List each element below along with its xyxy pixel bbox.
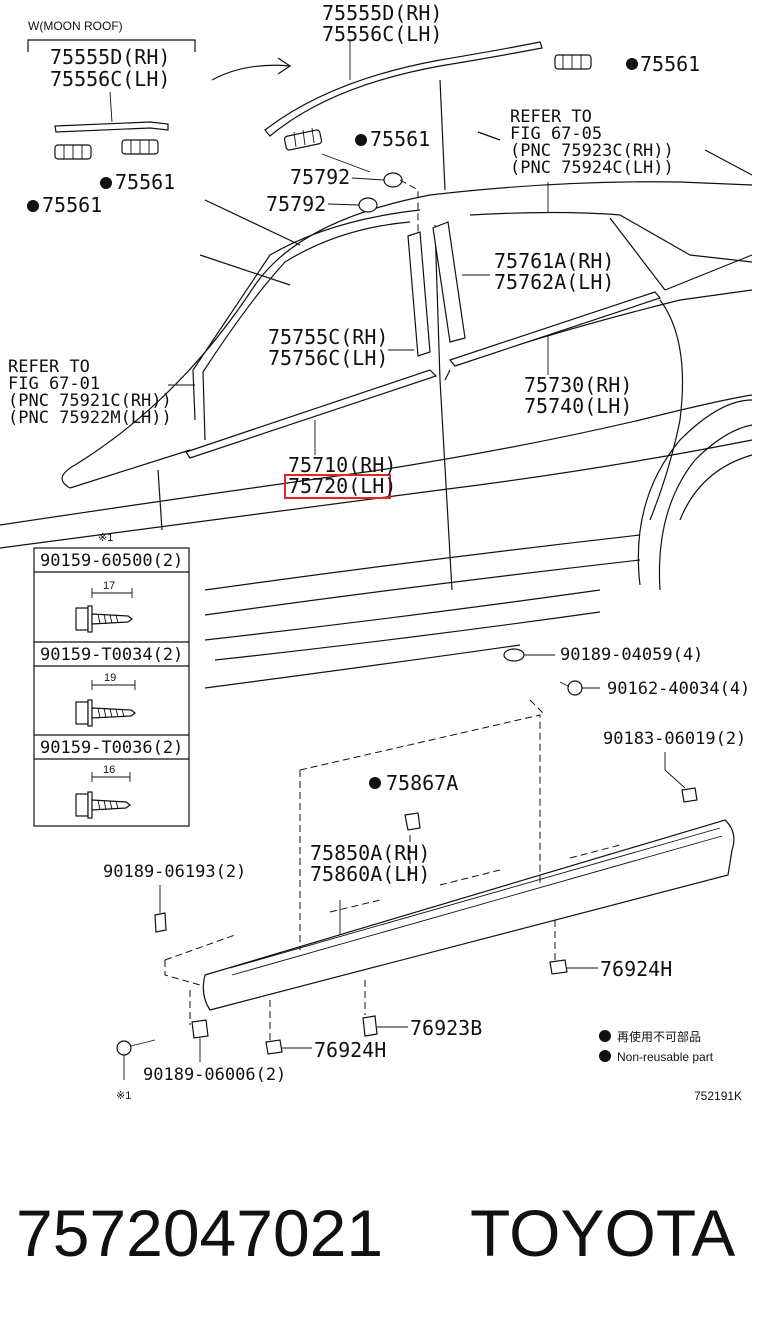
label-screw-90162-40034: 90162-40034(4) [607, 679, 750, 699]
front-belt-molding [185, 369, 438, 459]
screw-row-3-length: 16 [103, 764, 115, 776]
footer-part-number: 7572047021 [16, 1196, 383, 1270]
label-clip-90189-06193: 90189-06193(2) [103, 862, 246, 882]
label-refer-right-4: (PNC 75924C(LH)) [510, 158, 674, 178]
label-clip-75561-top: 75561 [640, 52, 700, 76]
screw-table [33, 547, 190, 827]
label-clip-76923B: 76923B [410, 1016, 482, 1040]
label-clip-75561-mid: 75561 [370, 127, 430, 151]
screw-row-2-part: 90159-T0034(2) [40, 645, 183, 665]
clip-76924H-left [265, 1039, 312, 1055]
legend-dot-jp [599, 1030, 611, 1042]
screw-row-3-part: 90159-T0036(2) [40, 738, 183, 758]
label-refer-right-3: (PNC 75923C(RH)) [510, 141, 674, 161]
label-screw-note-bottom: ※1 [116, 1090, 131, 1102]
clip-75792-b [327, 197, 378, 213]
screw-row-2-length: 19 [104, 672, 116, 684]
footer-brand: TOYOTA [470, 1196, 735, 1270]
highlight-box [284, 474, 391, 499]
label-clip-76924H-left: 76924H [314, 1038, 386, 1062]
label-rear-belt-rh: 75730(RH) [524, 373, 632, 397]
moonroof-bracket [27, 39, 196, 52]
label-clip-76924H-right: 76924H [600, 957, 672, 981]
label-clip-90189-06006: 90189-06006(2) [143, 1065, 286, 1085]
clip-75561-left1 [54, 144, 92, 160]
legend-dot-en [599, 1050, 611, 1062]
label-refer-left-1: REFER TO [8, 357, 90, 377]
rear-pillar-garnish [432, 221, 490, 343]
label-rear-pillar-lh: 75762A(LH) [494, 270, 614, 294]
screw-90162-40034 [559, 680, 600, 696]
label-roof-lh: 75556C(LH) [322, 22, 442, 46]
label-front-belt-lh: 75720(LH) [288, 474, 396, 498]
clip-76923B [362, 1015, 408, 1037]
label-clip-75867A: 75867A [386, 771, 458, 795]
label-roof-rh: 75555D(RH) [322, 1, 442, 25]
label-clip-90183-06019: 90183-06019(2) [603, 729, 746, 749]
label-clip-75792-a: 75792 [290, 165, 350, 189]
clip-90183-06019 [664, 752, 698, 803]
roof-molding [264, 40, 543, 137]
label-front-pillar-lh: 75756C(LH) [268, 346, 388, 370]
label-refer-left-3: (PNC 75921C(RH)) [8, 391, 172, 411]
label-rear-pillar-rh: 75761A(RH) [494, 249, 614, 273]
legend-en: Non-reusable part [617, 1050, 714, 1064]
label-refer-left-2: FIG 67-01 [8, 374, 100, 394]
front-pillar-garnish [388, 231, 431, 357]
legend-jp: 再使用不可部品 [617, 1029, 701, 1044]
screw-table-note: ※1 [98, 532, 113, 544]
clip-90189-06193 [154, 885, 167, 933]
label-clip-90189-04059: 90189-04059(4) [560, 645, 703, 665]
label-clip-75792-b: 75792 [266, 192, 326, 216]
screw-row-1-part: 90159-60500(2) [40, 551, 183, 571]
label-refer-right-1: REFER TO [510, 107, 592, 127]
moonroof-molding [54, 91, 169, 133]
label-refer-left-4: (PNC 75922M(LH)) [8, 408, 172, 428]
clip-75867A [369, 777, 421, 831]
label-front-pillar-rh: 75755C(RH) [268, 325, 388, 349]
clip-75561-left2 [27, 139, 159, 212]
label-clip-75561-left1: 75561 [115, 170, 175, 194]
arrow-head [277, 57, 292, 75]
clip-75792-a [351, 172, 419, 232]
rear-belt-molding [448, 291, 662, 375]
arrow-curve [211, 64, 291, 81]
car-body-outline [0, 79, 753, 689]
label-front-belt-rh: 75710(RH) [288, 453, 396, 477]
clip-90189-06006 [191, 1019, 209, 1062]
screw-row-3 [75, 772, 131, 819]
screw-bottom [116, 1039, 156, 1080]
screw-row-1 [75, 588, 133, 633]
rocker-panel-molding [164, 699, 735, 1040]
clip-75561-top [554, 54, 638, 70]
clip-90189-04059 [503, 648, 555, 662]
moon-roof-note: W(MOON ROOF) [28, 19, 123, 33]
label-rear-belt-lh: 75740(LH) [524, 394, 632, 418]
figure-code: 752191K [694, 1089, 742, 1103]
screw-row-1-length: 17 [103, 580, 115, 592]
label-clip-75561-left2: 75561 [42, 193, 102, 217]
clip-75561-mid [283, 127, 367, 151]
screw-row-2 [75, 680, 136, 727]
label-moonroof-lh: 75556C(LH) [50, 67, 170, 91]
label-rocker-lh: 75860A(LH) [310, 862, 430, 886]
label-refer-right-2: FIG 67-05 [510, 124, 602, 144]
clip-76924H-right [549, 959, 598, 975]
label-moonroof-rh: 75555D(RH) [50, 45, 170, 69]
label-rocker-rh: 75850A(RH) [310, 841, 430, 865]
leader-75792 [321, 153, 371, 173]
